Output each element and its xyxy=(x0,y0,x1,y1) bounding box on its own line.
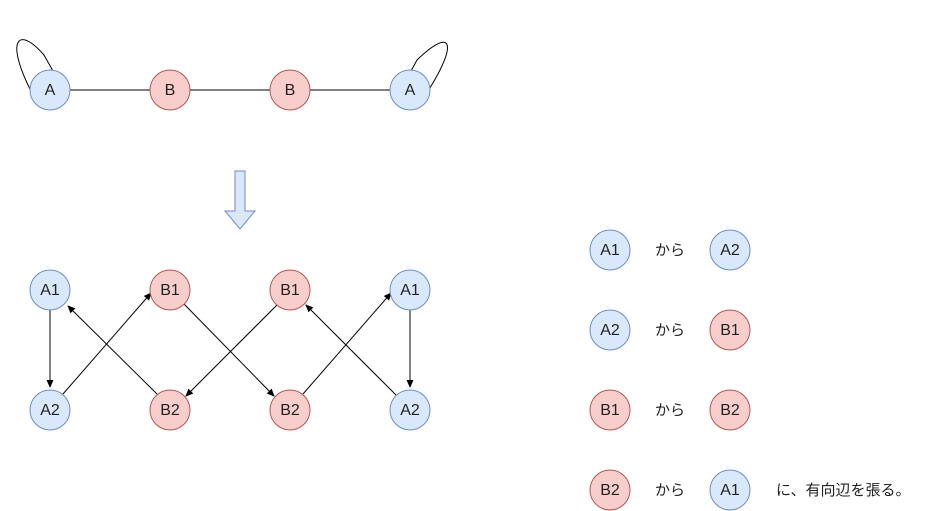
node-label: A xyxy=(45,82,56,99)
node-label: A1 xyxy=(400,282,420,299)
graph-node-a2: A2 xyxy=(29,389,71,431)
rule-to-node: A1 xyxy=(709,469,751,511)
graph-node-b: B xyxy=(149,69,191,111)
edge-rules: A1 から A2 A2 から B1 B1 から xyxy=(589,229,911,511)
node-label: A1 xyxy=(720,482,740,499)
rule-row: A1 から A2 xyxy=(589,229,751,271)
node-label: B xyxy=(285,82,296,99)
node-label: B2 xyxy=(600,482,620,499)
rule-from-node: A1 xyxy=(589,229,631,271)
graph-node-b2: B2 xyxy=(269,389,311,431)
rule-row: B2 から A1 に、有向辺を張る。 xyxy=(589,469,911,511)
graph-node-b1: B1 xyxy=(269,269,311,311)
rule-connector: から xyxy=(655,402,685,419)
graph-node-a: A xyxy=(29,69,71,111)
directed-edge xyxy=(183,303,275,397)
rule-row: A2 から B1 xyxy=(589,309,751,351)
graph-node-b2: B2 xyxy=(149,389,191,431)
self-loop-edge xyxy=(410,41,448,92)
node-label: B2 xyxy=(160,402,180,419)
self-loop-edge xyxy=(16,39,54,92)
node-label: B1 xyxy=(720,322,740,339)
rule-from-node: B1 xyxy=(589,389,631,431)
node-label: A2 xyxy=(400,402,420,419)
graph-node-a1: A1 xyxy=(389,269,431,311)
graph-node-a2: A2 xyxy=(389,389,431,431)
node-label: A2 xyxy=(720,242,740,259)
node-label: A2 xyxy=(600,322,620,339)
rule-suffix: に、有向辺を張る。 xyxy=(776,482,911,499)
node-label: B2 xyxy=(720,402,740,419)
directed-edge xyxy=(62,292,152,395)
directed-edge xyxy=(185,304,278,397)
rule-to-node: A2 xyxy=(709,229,751,271)
rule-connector: から xyxy=(655,242,685,259)
rule-connector: から xyxy=(655,482,685,499)
node-label: A1 xyxy=(600,242,620,259)
graph-node-a1: A1 xyxy=(29,269,71,311)
directed-edge xyxy=(305,304,397,396)
rule-connector: から xyxy=(655,322,685,339)
node-label: B2 xyxy=(280,402,300,419)
node-label: B xyxy=(165,82,176,99)
rule-to-node: B2 xyxy=(709,389,751,431)
directed-edge xyxy=(302,292,392,395)
node-label: A2 xyxy=(40,402,60,419)
node-label: B1 xyxy=(280,282,300,299)
node-label: B1 xyxy=(160,282,180,299)
graph-node-a: A xyxy=(389,69,431,111)
down-arrow-icon xyxy=(223,170,257,230)
rule-row: B1 から B2 xyxy=(589,389,751,431)
rule-from-node: A2 xyxy=(589,309,631,351)
node-label: A xyxy=(405,82,416,99)
node-label: B1 xyxy=(600,402,620,419)
bottom-graph: A1 B1 B1 A1 A2 B2 B2 A2 xyxy=(29,269,431,431)
directed-edge xyxy=(67,305,158,395)
graph-node-b1: B1 xyxy=(149,269,191,311)
top-graph: A B B A xyxy=(16,39,448,111)
rule-from-node: B2 xyxy=(589,469,631,511)
rule-to-node: B1 xyxy=(709,309,751,351)
graph-node-b: B xyxy=(269,69,311,111)
node-label: A1 xyxy=(40,282,60,299)
